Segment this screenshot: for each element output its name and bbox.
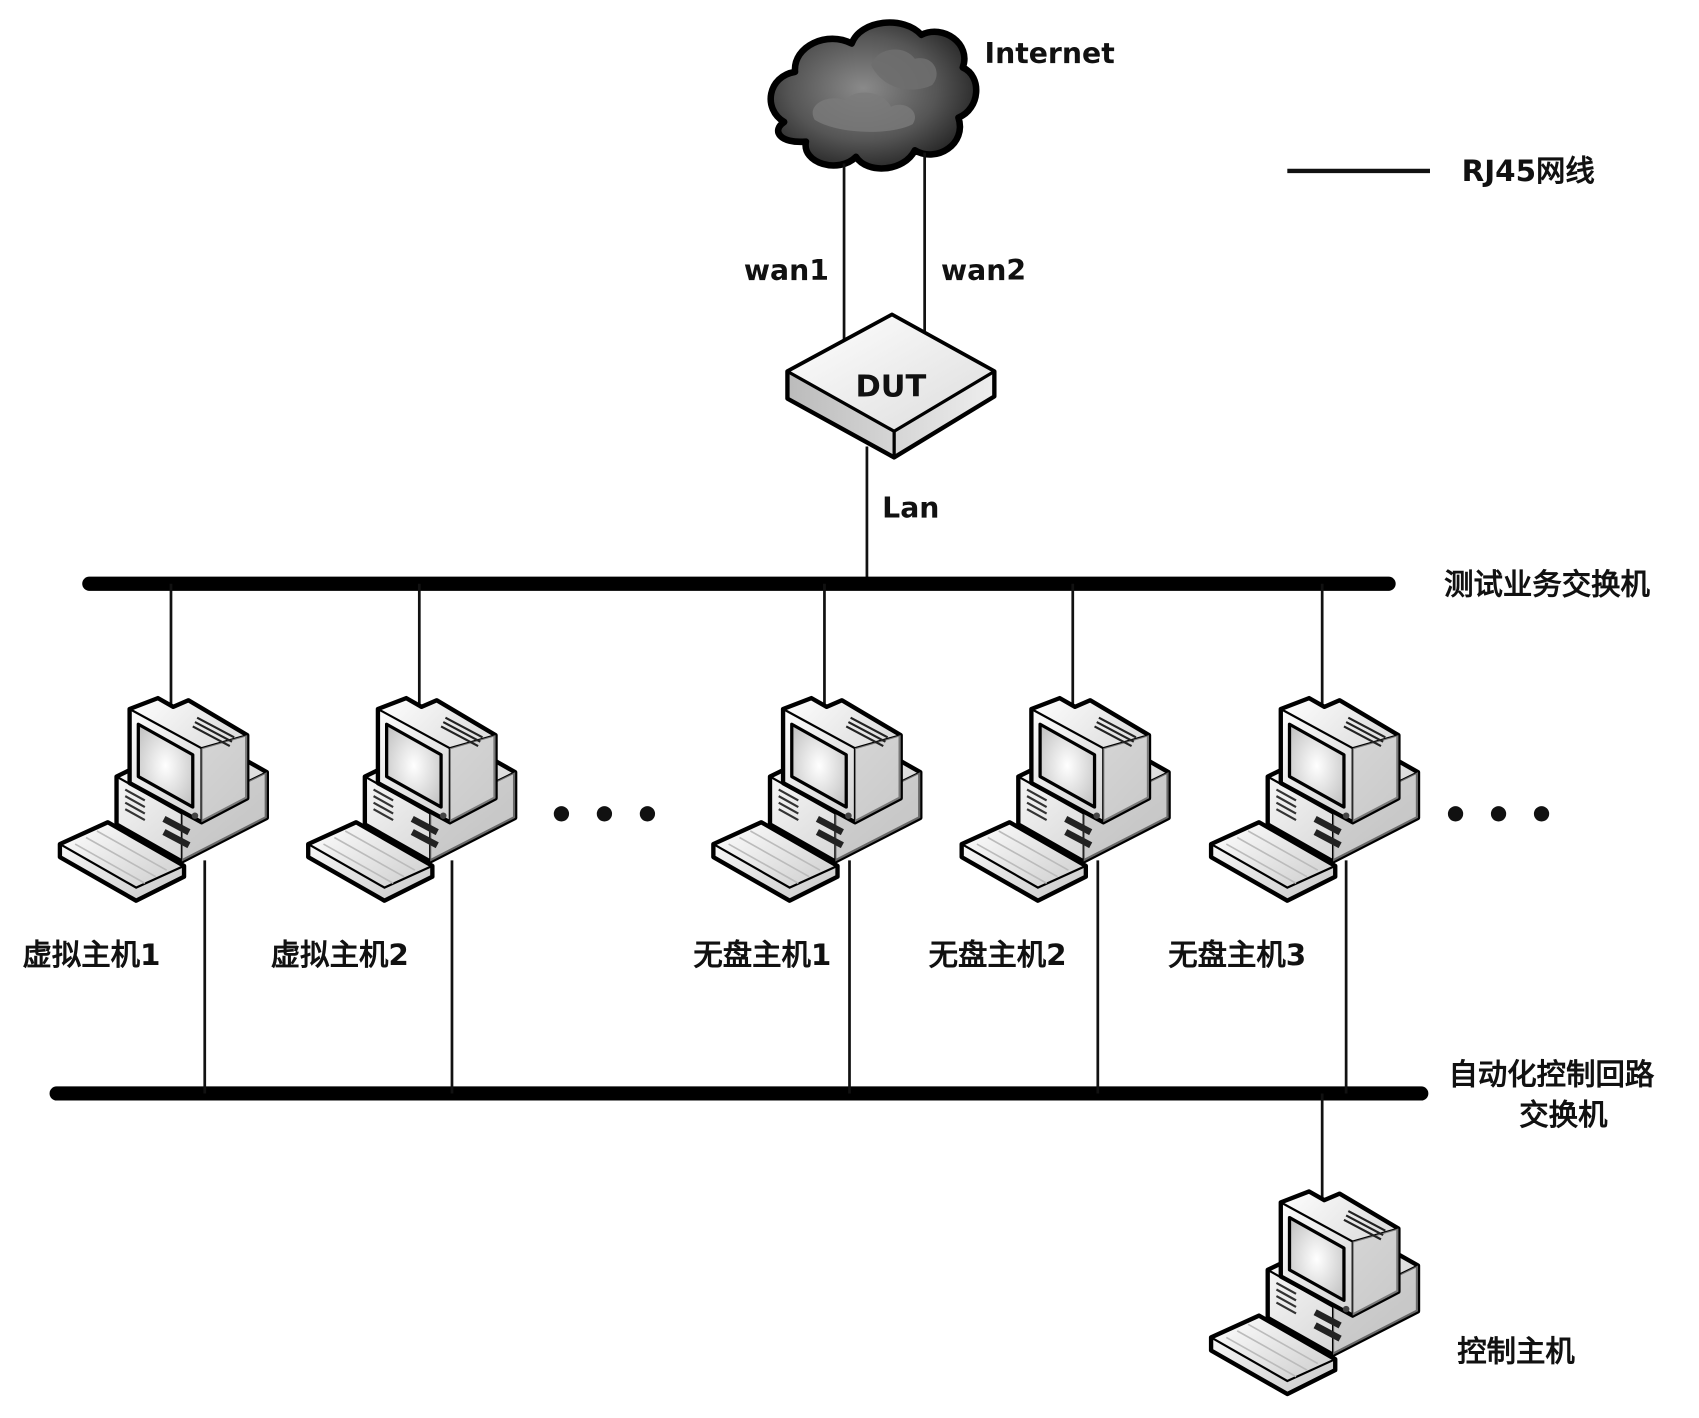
ellipsis-more-virtual-hosts: • • •: [548, 791, 662, 841]
wan2-label: wan2: [941, 254, 1026, 287]
host-label: 无盘主机2: [929, 938, 1067, 972]
host-diskless-1: 无盘主机1: [693, 583, 920, 1094]
control-host: 控制主机: [1211, 1093, 1575, 1394]
dut-router-icon: [785, 312, 997, 460]
desktop-computer-icon: [1211, 698, 1418, 901]
automation-switch-label-line2: 交换机: [1519, 1098, 1608, 1132]
host-diskless-2: 无盘主机2: [929, 583, 1169, 1094]
control-host-label: 控制主机: [1457, 1334, 1575, 1368]
lan-label: Lan: [882, 491, 939, 524]
host-label: 虚拟主机1: [22, 938, 160, 972]
wan1-label: wan1: [744, 254, 829, 287]
host-label: 虚拟主机2: [271, 938, 409, 972]
legend-label: RJ45网线: [1462, 154, 1595, 188]
internet-cloud-icon: [767, 19, 980, 172]
ellipsis-more-diskless-hosts: • • •: [1442, 791, 1556, 841]
test-service-switch-label: 测试业务交换机: [1444, 568, 1650, 602]
desktop-computer-icon: [713, 698, 920, 901]
dut-label: DUT: [855, 369, 926, 404]
automation-switch-label-line1: 自动化控制回路: [1449, 1058, 1655, 1092]
desktop-computer-icon: [308, 698, 515, 901]
host-label: 无盘主机1: [693, 938, 831, 972]
host-virtual-1: 虚拟主机1: [22, 583, 267, 1094]
desktop-computer-icon: [962, 698, 1169, 901]
internet-label: Internet: [985, 37, 1115, 70]
host-label: 无盘主机3: [1168, 938, 1306, 972]
host-diskless-3: 无盘主机3: [1168, 583, 1418, 1094]
host-virtual-2: 虚拟主机2: [271, 583, 515, 1094]
desktop-computer-icon: [1211, 1191, 1418, 1394]
desktop-computer-icon: [60, 698, 267, 901]
